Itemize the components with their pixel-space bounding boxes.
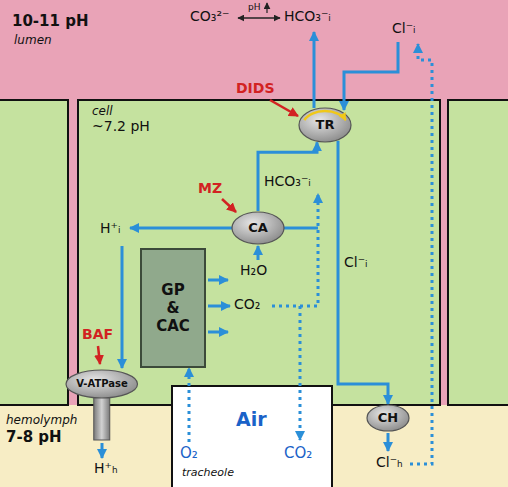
ion-label: CO₃²⁻ [190,8,229,25]
inhibitor-arrow [98,346,100,364]
inhibitor-arrow [222,199,236,212]
chloride-return-dotted [410,44,432,464]
node-text: hemolymph [6,413,77,427]
metabolism-arrow [208,331,228,334]
metabolism-arrow [208,305,230,308]
node-text: cell [92,104,113,118]
proton-out-arrow [101,443,104,458]
node-text: 7-8 pH [6,428,62,446]
connector-arrow [188,368,191,386]
cell-region: cell~7.2 pHTRCAGP & CACV-ATPaseCH [78,100,440,405]
ellipse-outline [232,212,284,244]
neighbour-cell [448,100,508,405]
equilibrium-arrow [238,17,280,18]
co2-out-dotted-arrow [299,306,302,440]
bicarbonate-out-arrow [313,32,316,108]
ion-label: H⁺ᵢ [100,220,120,237]
chloride-out-arrow [387,433,390,451]
cell-ground [78,100,440,405]
molecule-label: CO₂ [234,296,260,313]
node-text: TR [316,117,335,133]
enzyme-arm [282,227,318,230]
node-text: Air [236,408,267,431]
edge-label: HCO₃⁻ᵢ [264,173,311,190]
edge-label: Cl⁻ᵢ [344,254,368,271]
ph-label: pH [248,2,260,13]
chloride-in-arrow [344,42,398,110]
pump-ellipse: V-ATPase [65,369,139,399]
node-text: ~7.2 pH [92,118,150,135]
proton-down-arrow [121,246,124,368]
molecule-label: H₂O [240,262,267,279]
ph-up-arrow [266,3,267,13]
co2-dotted-arrow [272,194,318,306]
connector-arrow [258,142,317,211]
ellipse-outline [299,108,351,142]
ion-label: Cl⁻ₕ [376,454,403,471]
node-text: CH [378,410,398,426]
node-text: 10-11 pH [12,12,89,30]
inhibitor-label: MZ [198,180,222,197]
node-text: lumen [14,33,52,47]
node-text: V-ATPase [76,378,128,390]
channel-ellipse: CH [366,404,410,432]
pump-stem [94,396,110,440]
node-text: CO₂ [284,444,312,462]
proton-arrow [130,227,235,230]
ellipse-outline [66,370,138,398]
inhibitor-arrow [270,100,298,116]
ion-label: Cl⁻ᵢ [392,20,416,37]
node-text: O₂ [180,444,198,462]
node-text: tracheole [182,466,234,479]
connector-arrow [338,141,388,404]
tracheole-ground [172,386,332,487]
water-arrow [257,246,260,260]
tracheole-box: AirO₂ CO₂ tracheole [172,386,332,487]
node-text: CA [248,220,268,236]
node-text: GP & CAC [156,281,190,335]
enzyme-ellipse: CA [231,211,285,245]
ion-label: HCO₃⁻ᵢ [284,8,331,25]
ion-label: H⁺ₕ [94,460,118,477]
oxygen-dotted-line [188,387,191,442]
neighbour-cell [0,100,68,405]
process-box: GP & CAC [140,248,206,368]
ellipse-outline [367,405,409,431]
metabolism-arrow [208,279,228,282]
inhibitor-label: DIDS [236,80,275,97]
transporter-ellipse: TR [298,107,352,143]
inhibitor-label: BAF [82,326,113,343]
